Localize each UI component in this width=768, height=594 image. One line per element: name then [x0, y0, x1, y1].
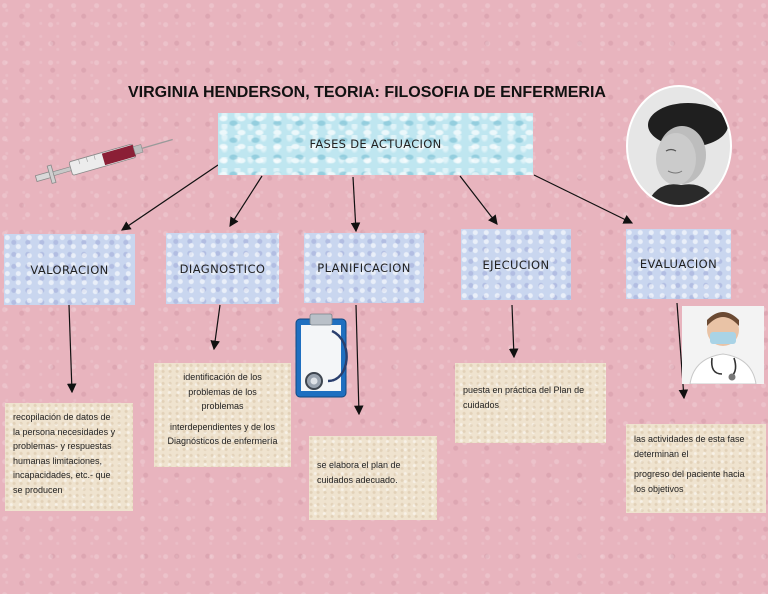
page-title: VIRGINIA HENDERSON, TEORIA: FILOSOFIA DE…	[128, 84, 606, 101]
phase-ejecucion: EJECUCION	[461, 229, 571, 300]
arrow-root-ejecucion	[459, 175, 498, 225]
note-line: se producen	[13, 484, 63, 495]
note-line: humanas limitaciones,	[13, 455, 103, 466]
note-line: puesta en práctica del Plan de	[463, 385, 585, 395]
note-line: progreso del paciente hacia	[634, 469, 745, 479]
root-node-label: FASES DE ACTUACION	[309, 137, 442, 151]
arrow-root-planificacion	[350, 176, 361, 233]
note-line: determinan el	[634, 448, 689, 459]
note-line: cuidados	[463, 399, 500, 410]
note-evaluacion: las actividades de esta fase determinan …	[626, 424, 766, 513]
note-line: cuidados adecuado.	[317, 474, 398, 485]
arrow-root-diagnostico	[229, 175, 263, 228]
phase-diagnostico-label: DIAGNOSTICO	[179, 261, 266, 276]
note-line: se elabora el plan de	[317, 460, 401, 470]
note-planificacion: se elabora el plan de cuidados adecuado.	[309, 436, 437, 520]
phase-ejecucion-label: EJECUCION	[482, 257, 550, 272]
phase-evaluacion: EVALUACION	[626, 229, 731, 299]
phase-valoracion-label: VALORACION	[30, 262, 109, 277]
phase-evaluacion-label: EVALUACION	[639, 257, 718, 271]
phase-planificacion: PLANIFICACION	[304, 233, 424, 303]
note-line: los objetivos	[634, 483, 684, 494]
note-line: incapacidades, etc.- que	[13, 470, 111, 480]
note-line: recopilación de datos de	[13, 412, 111, 422]
doctor-icon	[682, 306, 764, 384]
note-line: identificación de los	[183, 372, 262, 382]
arrow-root-evaluacion	[533, 174, 634, 224]
note-line: problemas- y respuestas	[13, 441, 112, 451]
phase-diagnostico: DIAGNOSTICO	[166, 233, 279, 304]
arrow-planificacion-note	[353, 304, 364, 416]
clipboard-stethoscope-icon	[295, 313, 348, 398]
note-line: problemas	[201, 401, 244, 411]
note-line: interdependientes y de los	[169, 421, 276, 432]
note-valoracion: recopilación de datos de la persona nece…	[5, 403, 133, 511]
note-line: problemas de los	[188, 386, 257, 397]
arrow-valoracion-note	[66, 304, 77, 394]
note-line: la persona necesidades y	[13, 426, 116, 437]
arrow-root-valoracion	[121, 164, 219, 231]
phase-planificacion-label: PLANIFICACION	[317, 261, 411, 275]
arrow-diagnostico-note	[210, 304, 221, 351]
note-diagnostico: identificación de los problemas de los p…	[154, 363, 291, 467]
portrait-photo	[626, 85, 732, 207]
arrow-ejecucion-note	[508, 304, 519, 359]
note-line: Diagnósticos de enfermería	[167, 436, 278, 446]
note-ejecucion: puesta en práctica del Plan de cuidados	[455, 363, 606, 443]
note-line: las actividades de esta fase	[634, 434, 745, 444]
root-node: FASES DE ACTUACION	[218, 113, 533, 175]
syringe-icon	[34, 138, 173, 184]
phase-valoracion: VALORACION	[4, 234, 135, 305]
